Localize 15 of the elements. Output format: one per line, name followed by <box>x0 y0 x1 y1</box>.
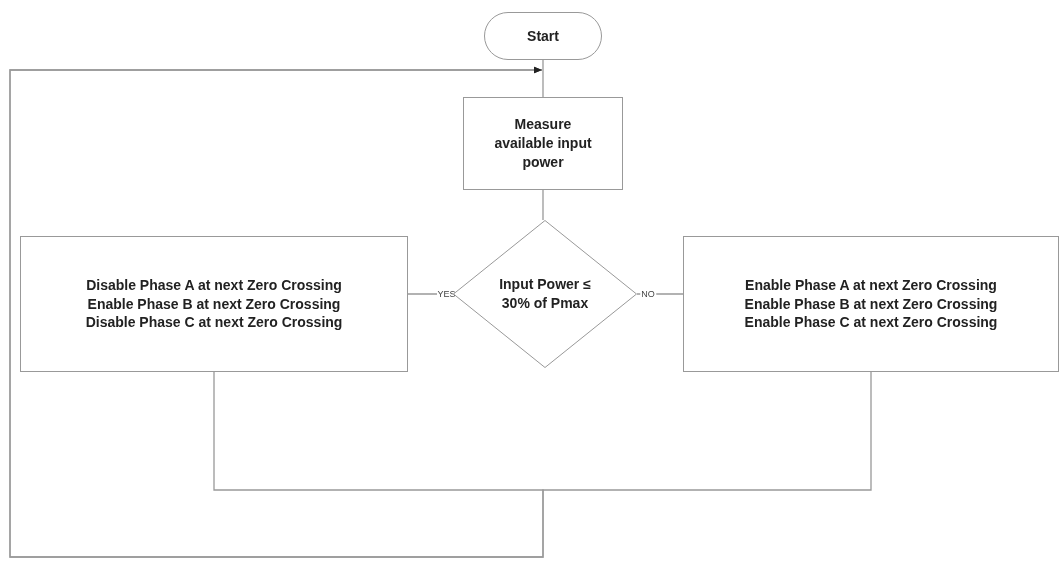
start-terminal <box>484 12 602 60</box>
node-text: Measure available input power <box>493 115 593 172</box>
node-text: Enable Phase A at next Zero Crossing Enable Phase B at next Zero Crossing Enable Phase C at next Zero Crossing <box>743 275 999 333</box>
decision-diamond <box>453 220 637 368</box>
process-box <box>463 97 623 190</box>
process-box <box>20 236 408 372</box>
node-text: Start <box>527 26 559 46</box>
connector-line <box>542 59 544 98</box>
edge-label: NO <box>640 289 656 299</box>
connector-line <box>542 189 544 221</box>
process-box <box>683 236 1059 372</box>
arrow <box>9 66 872 558</box>
node-text: Disable Phase A at next Zero Crossing Enable Phase B at next Zero Crossing Disable Phase C at next Zero Crossing <box>84 275 344 333</box>
node-text: Input Power ≤ 30% of Pmax <box>498 275 592 313</box>
edge-label: YES <box>436 289 457 299</box>
